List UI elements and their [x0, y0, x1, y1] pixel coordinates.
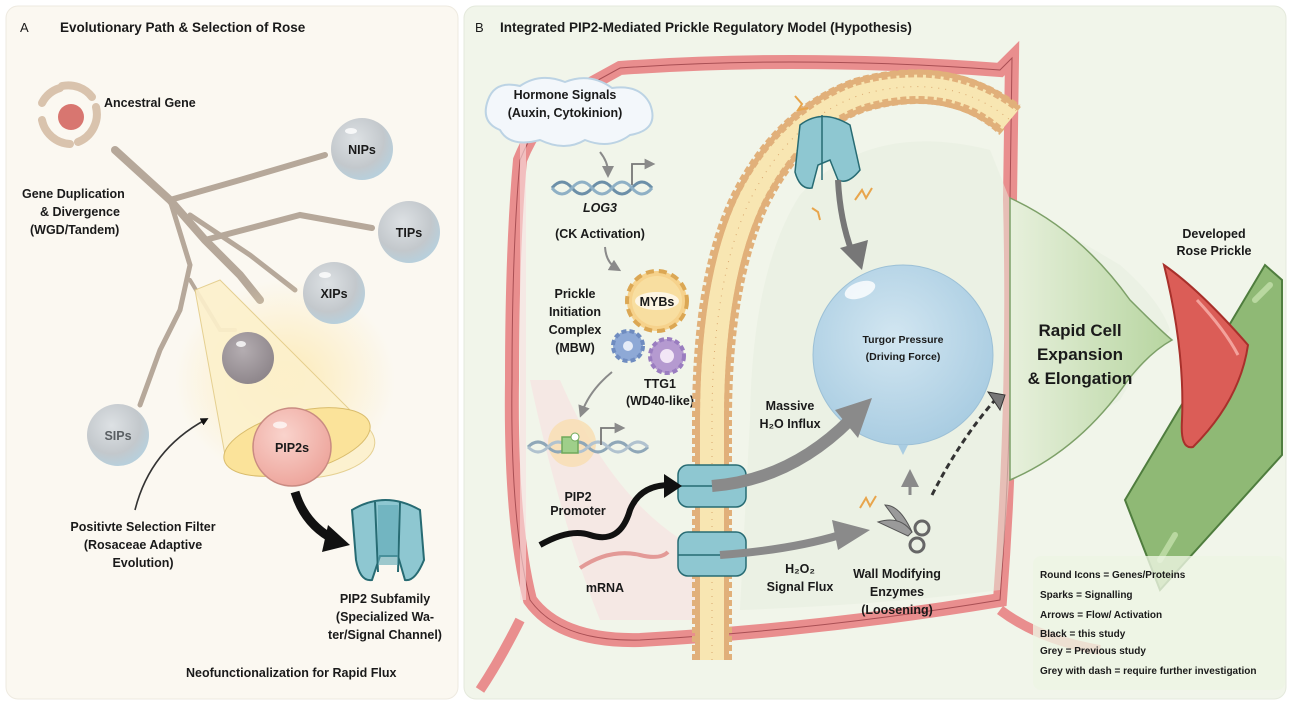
xips-label: XIPs	[320, 287, 347, 301]
pip2s-label: PIP2s	[275, 441, 309, 455]
panel-a-footer: Neofunctionalization for Rapid Flux	[186, 666, 396, 680]
complex-label-line3: Complex	[549, 323, 602, 337]
ancestral-gene-icon	[38, 81, 101, 148]
spark-icon	[794, 95, 873, 221]
pip2-channel-icon	[350, 499, 426, 582]
h2o-influx-arrowhead	[835, 398, 872, 438]
pip2-subfamily-line2: (Specialized Wa-	[336, 610, 434, 624]
prickle-label-line1: Developed	[1182, 227, 1245, 241]
selection-filter-line3: Evolution)	[112, 556, 173, 570]
turgor-label-line2: (Driving Force)	[866, 351, 941, 363]
ancestral-gene-label: Ancestral Gene	[104, 96, 196, 110]
gene-sips: SIPs	[87, 404, 149, 466]
enzymes-label-line1: Wall Modifying	[853, 567, 941, 581]
tips-label: TIPs	[396, 226, 422, 240]
gene-xips: XIPs	[303, 262, 365, 324]
prickle-label-line2: Rose Prickle	[1176, 244, 1251, 258]
pip2-subfamily-line3: ter/Signal Channel)	[328, 628, 442, 642]
h2o2-flux-arrow	[719, 531, 842, 559]
hormone-cloud	[484, 76, 654, 147]
panel-b: B Integrated PIP2-Mediated Prickle Regul…	[463, 5, 1287, 700]
dashed-arrowhead	[986, 391, 1006, 412]
nips-label: NIPs	[348, 143, 376, 157]
mybs-gear-icon	[625, 269, 689, 333]
bhlh-gear-icon	[611, 329, 645, 363]
h2o2-flux-arrowhead	[832, 520, 870, 550]
ck-arrow	[604, 246, 622, 272]
turgor-pressure-bubble	[812, 264, 994, 455]
neofunctionalization-arrowhead	[322, 525, 350, 552]
expansion-label-line1: Rapid Cell	[1038, 321, 1121, 340]
gene-tips: TIPs	[378, 201, 440, 263]
gene-pip2s: PIP2s	[252, 407, 332, 487]
enzymes-label-line3: (Loosening)	[861, 603, 933, 617]
promoter-arrow	[538, 482, 671, 548]
ttg1-label-line1: TTG1	[644, 377, 676, 391]
influx-label-line2: H₂O Influx	[759, 417, 820, 431]
duplication-label-line2: & Divergence	[40, 205, 120, 219]
complex-label-line1: Prickle	[554, 287, 595, 301]
panel-a: A Evolutionary Path & Selection of Rose …	[5, 5, 459, 700]
top-influx-arrowhead	[840, 240, 868, 270]
log3-label: LOG3	[583, 201, 617, 215]
hormone-label-line1: Hormone Signals	[514, 88, 617, 102]
h2o2-label-line2: Signal Flux	[767, 580, 834, 594]
panel-a-letter: A	[20, 20, 29, 35]
expansion-region	[1009, 196, 1174, 482]
legend-item: Round Icons = Genes/Proteins	[1040, 570, 1186, 581]
panel-a-title: Evolutionary Path & Selection of Rose	[60, 20, 306, 35]
dashed-investigation-arrow	[930, 399, 997, 496]
plasma-membrane	[692, 69, 1021, 660]
top-aquaporin-channel	[794, 115, 861, 189]
mrna-label: mRNA	[586, 581, 624, 595]
enzymes-label-line2: Enzymes	[870, 585, 924, 599]
ttg1-gear-icon	[648, 337, 686, 375]
h2o2-label-line1: H₂O₂	[785, 562, 815, 576]
promoter-label-line1: PIP2	[564, 490, 591, 504]
complex-label-line4: (MBW)	[555, 341, 595, 355]
panel-b-title: Integrated PIP2-Mediated Prickle Regulat…	[500, 20, 912, 35]
hormone-label-line2: (Auxin, Cytokinion)	[508, 106, 623, 120]
pip2-promoter-icon	[526, 419, 650, 467]
duplication-label-line3: (WGD/Tandem)	[30, 223, 119, 237]
expansion-label-line3: & Elongation	[1028, 369, 1133, 388]
expansion-label-line2: Expansion	[1037, 345, 1123, 364]
complex-label-line2: Initiation	[549, 305, 601, 319]
influx-label-line1: Massive	[766, 399, 815, 413]
h2o-influx-arrow	[711, 415, 855, 492]
ttg1-label-line2: (WD40-like)	[626, 394, 694, 408]
selection-filter-line2: (Rosaceae Adaptive	[84, 538, 202, 552]
mbw-arrow	[578, 371, 613, 418]
log3-dna-icon	[550, 158, 656, 196]
promoter-arrowhead	[664, 474, 682, 498]
legend-item: Sparks = Signalling	[1040, 590, 1133, 601]
duplication-label-line1: Gene Duplication	[22, 187, 125, 201]
legend-item: Grey = Previous study	[1040, 646, 1146, 657]
rose-prickle	[1162, 262, 1250, 449]
panel-b-letter: B	[475, 20, 484, 35]
hormone-arrow	[599, 151, 614, 178]
legend-item: Grey with dash = require further investi…	[1040, 666, 1256, 677]
sips-label: SIPs	[104, 429, 131, 443]
selection-arrow	[134, 418, 209, 511]
selection-filter-line1: Positivte Selection Filter	[70, 520, 215, 534]
pip2-subfamily-line1: PIP2 Subfamily	[340, 592, 430, 606]
mrna-strand	[578, 550, 670, 570]
mybs-label: MYBs	[640, 295, 675, 309]
gene-unnamed-dark	[222, 332, 274, 384]
legend: Round Icons = Genes/Proteins Sparks = Si…	[1033, 556, 1285, 690]
ck-activation-label: (CK Activation)	[555, 227, 645, 241]
promoter-label-line2: Promoter	[550, 504, 606, 518]
legend-item: Black = this study	[1040, 629, 1126, 640]
spark-icon	[859, 495, 877, 509]
turgor-label-line1: Turgor Pressure	[863, 334, 944, 346]
scissors-icon	[876, 504, 931, 554]
legend-item: Arrows = Flow/ Activation	[1040, 610, 1162, 621]
gene-nips: NIPs	[331, 118, 393, 180]
